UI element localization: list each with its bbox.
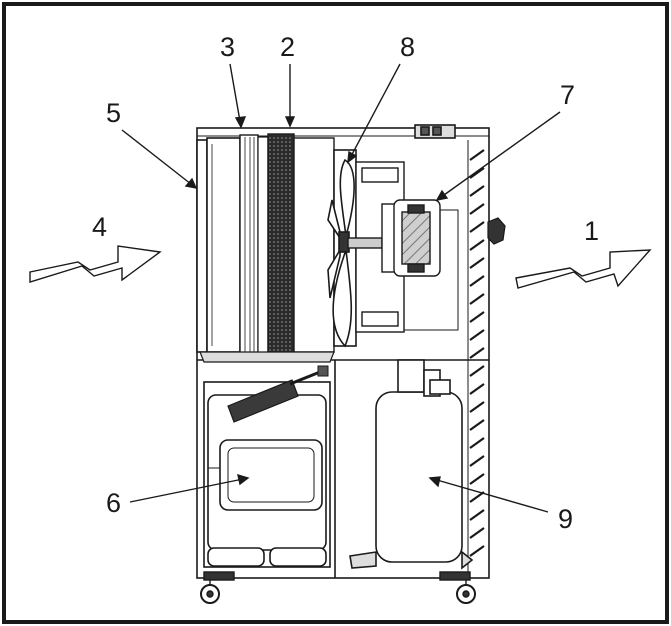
tank-float	[227, 365, 329, 423]
label-1: 1	[584, 216, 599, 246]
side-handle	[487, 217, 506, 245]
compressor	[349, 359, 474, 570]
air-filter	[239, 134, 259, 356]
water-tank	[203, 381, 331, 568]
exhaust-grille	[469, 149, 485, 557]
label-6: 6	[106, 488, 121, 518]
front-panel	[196, 137, 241, 353]
fan-motor	[381, 199, 459, 331]
label-5: 5	[106, 98, 121, 128]
label-7: 7	[560, 80, 575, 110]
label-3: 3	[220, 32, 235, 62]
label-2: 2	[280, 32, 295, 62]
drip-tray	[199, 351, 335, 363]
label-9: 9	[558, 504, 573, 534]
label-4: 4	[92, 212, 107, 242]
leader-lines	[121, 63, 561, 513]
caster-left	[200, 571, 235, 604]
cabinet	[196, 124, 490, 579]
label-8: 8	[400, 32, 415, 62]
air-outlet-arrow	[515, 249, 652, 289]
fan	[327, 149, 357, 348]
heat-exchanger	[257, 133, 335, 357]
air-inlet-arrow	[29, 245, 162, 283]
caster-right	[439, 571, 476, 604]
